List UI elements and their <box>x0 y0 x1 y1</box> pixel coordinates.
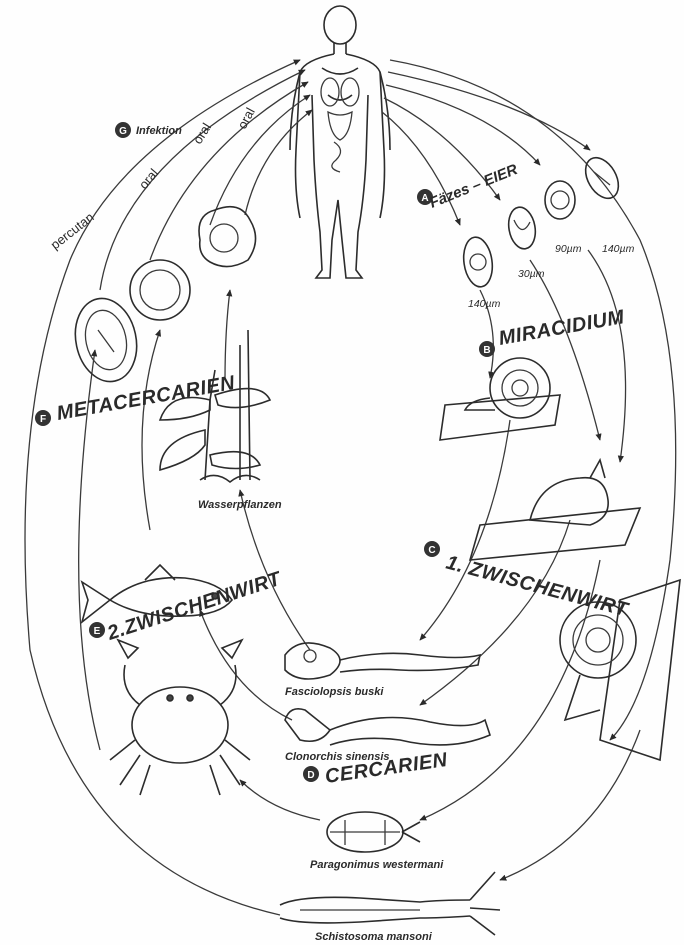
miracidium-label: MIRACIDIUM <box>497 306 627 350</box>
route-oral-3: oral <box>234 105 257 131</box>
snail-1 <box>440 358 560 440</box>
cycle-arrows <box>25 60 676 915</box>
paragonimus-drawing <box>327 812 420 852</box>
egg-size-4: 140µm <box>602 243 635 255</box>
snail-2 <box>470 460 640 560</box>
route-percutan: percutan <box>48 209 97 252</box>
egg-size-2: 30µm <box>518 268 545 280</box>
first-intermediate-host-label: 1. ZWISCHENWIRT <box>444 552 632 622</box>
species-clonorchis: Clonorchis sinensis <box>285 751 390 763</box>
water-plant-drawing <box>160 330 270 482</box>
feces-eggs-label: Fäzes – EIER <box>427 161 520 212</box>
svg-text:C: C <box>428 545 435 556</box>
water-plants-label: Wasserpflanzen <box>198 499 282 511</box>
badge-b: B <box>479 341 495 357</box>
metacercaria-2 <box>130 260 190 320</box>
route-oral-1: oral <box>136 166 161 192</box>
egg-1 <box>461 235 496 288</box>
svg-text:E: E <box>94 626 101 637</box>
badge-d: D <box>303 766 319 782</box>
egg-size-3: 90µm <box>555 243 582 255</box>
badge-e: E <box>89 622 105 638</box>
fasciolopsis-drawing <box>285 643 480 679</box>
metacercaria-1 <box>68 293 144 388</box>
route-oral-2: oral <box>190 120 214 146</box>
species-schistosoma: Schistosoma mansoni <box>315 931 433 943</box>
egg-size-1: 140µm <box>468 298 501 310</box>
infection-label: Infektion <box>136 125 182 137</box>
svg-text:B: B <box>483 345 490 356</box>
badge-c: C <box>424 541 440 557</box>
svg-text:F: F <box>40 414 46 425</box>
species-fasciolopsis: Fasciolopsis buski <box>285 686 384 698</box>
badge-g: G <box>115 122 131 138</box>
human-figure <box>290 6 390 278</box>
egg-3 <box>545 181 575 219</box>
svg-text:G: G <box>119 126 127 137</box>
egg-2 <box>506 205 539 251</box>
egg-4 <box>579 152 625 204</box>
clonorchis-drawing <box>285 709 490 745</box>
badge-f: F <box>35 410 51 426</box>
schistosoma-drawing <box>280 872 500 935</box>
metacercaria-3 <box>199 207 256 267</box>
crab-drawing <box>110 640 250 795</box>
svg-text:D: D <box>307 770 314 781</box>
species-paragonimus: Paragonimus westermani <box>310 859 444 871</box>
